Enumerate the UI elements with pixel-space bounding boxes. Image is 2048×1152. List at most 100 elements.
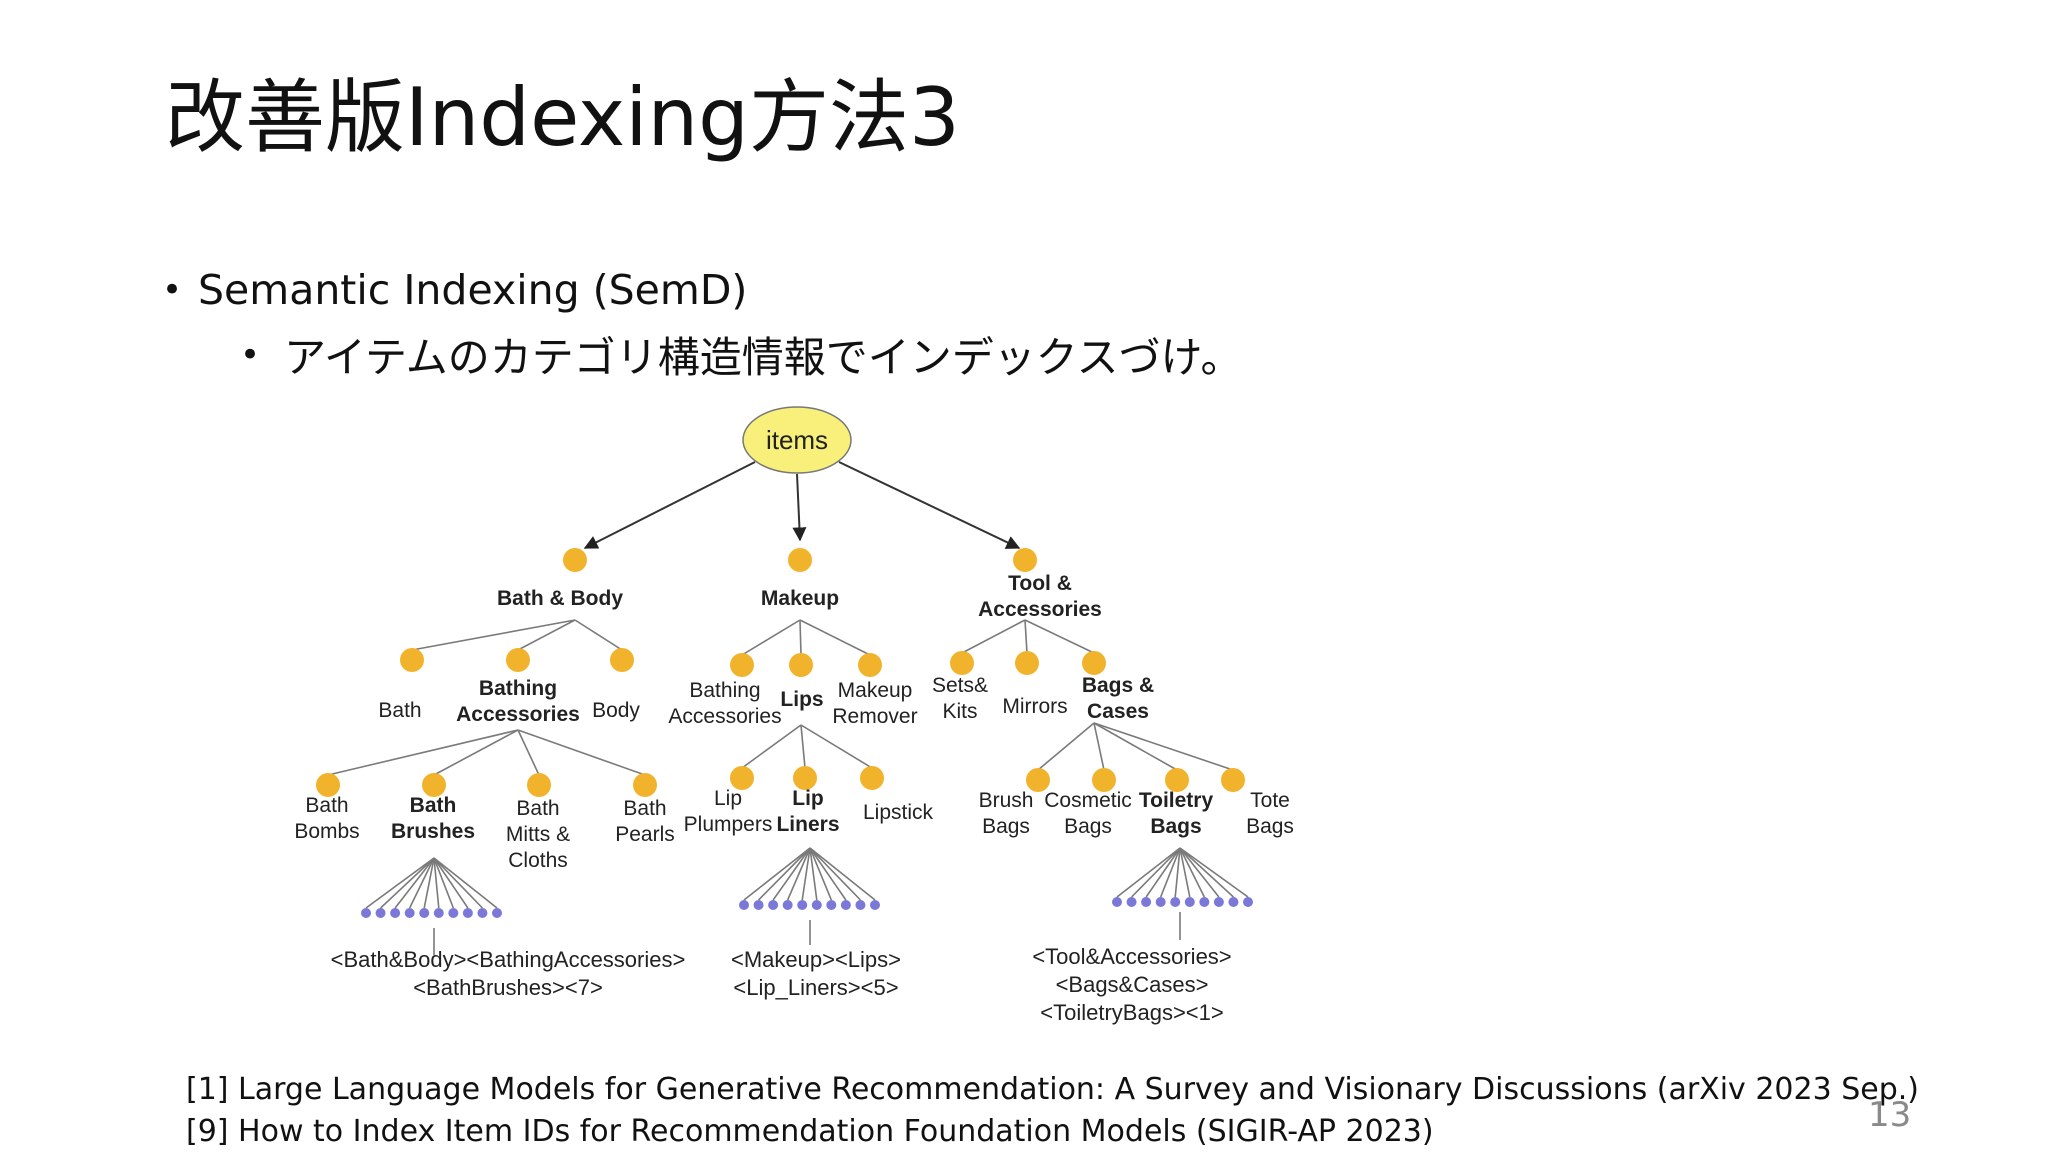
- edge-cat-subcat: [1024, 619, 1028, 654]
- item-node: [375, 908, 386, 918]
- leaf-category-node: [527, 773, 551, 797]
- subcategory-node: [789, 653, 813, 677]
- subcategory-node: [730, 653, 754, 677]
- leaf-category-node: [793, 766, 817, 790]
- subcategory-node: [400, 648, 424, 672]
- item-node: [1126, 897, 1137, 907]
- edge-item: [809, 847, 876, 901]
- subcategory-label: Body: [592, 699, 640, 722]
- item-node: [797, 900, 808, 910]
- edge-item: [394, 857, 435, 909]
- edge-item: [809, 847, 833, 901]
- item-node: [1213, 897, 1224, 907]
- edge-item: [433, 857, 455, 909]
- leaf-category-node: [730, 766, 754, 790]
- subcategory-node: [1082, 651, 1106, 675]
- edge-item: [801, 847, 811, 901]
- bullet-semantic-indexing: • Semantic Indexing (SemD): [162, 266, 747, 314]
- item-node: [782, 900, 793, 910]
- leaf-category-node: [1221, 768, 1245, 792]
- edge-cat-subcat: [574, 619, 623, 651]
- edge-item: [743, 847, 811, 901]
- edge-item: [1130, 847, 1181, 898]
- edge-cat-subcat: [799, 619, 871, 656]
- item-node: [870, 900, 880, 910]
- leaf-category-node: [1165, 768, 1189, 792]
- edge-subcat-leafcat: [1093, 722, 1234, 771]
- edge-cat-subcat: [411, 619, 576, 651]
- leaf-category-node: [1092, 768, 1116, 792]
- sub-bullet-text: アイテムのカテゴリ構造情報でインデックスづけ。: [284, 333, 1243, 382]
- edge-item: [1179, 847, 1206, 898]
- item-node: [1243, 897, 1253, 907]
- bullet-text: Semantic Indexing (SemD): [198, 266, 748, 314]
- slide-title: 改善版Indexing方法3: [165, 71, 960, 164]
- item-node: [361, 908, 371, 918]
- edge-item: [433, 857, 440, 909]
- leaf-category-node: [316, 773, 340, 797]
- edge-item: [1179, 847, 1220, 898]
- category-label: Tool &Accessories: [978, 572, 1102, 621]
- edge-item: [423, 857, 435, 909]
- page-number: 13: [1868, 1095, 1912, 1135]
- edge-item: [786, 847, 811, 901]
- edge-item: [365, 857, 435, 909]
- category-label: Makeup: [761, 587, 839, 610]
- leaf-category-node: [860, 766, 884, 790]
- item-node: [492, 908, 502, 918]
- item-node: [448, 908, 459, 918]
- edge-subcat-leafcat: [517, 729, 540, 776]
- subcategory-node: [506, 648, 530, 672]
- item-node: [1199, 897, 1210, 907]
- edge-root-cat: [792, 473, 807, 542]
- item-node: [1112, 897, 1122, 907]
- item-node: [462, 908, 473, 918]
- edge-item: [1179, 847, 1249, 898]
- item-id-example: <Tool&Accessories><Bags&Cases><ToiletryB…: [1032, 944, 1231, 1025]
- edge-subcat-leafcat: [327, 729, 519, 776]
- root-node: [742, 406, 852, 474]
- edge-item: [408, 857, 435, 909]
- edge-subcat-leafcat: [1093, 722, 1105, 771]
- edge-item: [433, 857, 484, 909]
- subcategory-node: [858, 653, 882, 677]
- category-label: Bath & Body: [497, 587, 623, 610]
- category-node: [788, 548, 812, 572]
- edge-item: [809, 847, 847, 901]
- edge-cat-subcat: [799, 619, 802, 656]
- edge-subcat-leafcat: [433, 729, 519, 776]
- edge-item: [1174, 847, 1181, 898]
- edge-cat-subcat: [741, 619, 801, 656]
- bullet-marker: •: [240, 334, 261, 375]
- category-node: [563, 548, 587, 572]
- item-node: [1228, 897, 1239, 907]
- reference-1: [1] Large Language Models for Generative…: [186, 1072, 1920, 1107]
- edge-item: [1159, 847, 1181, 898]
- edge-cat-subcat: [961, 619, 1026, 654]
- item-node: [739, 900, 749, 910]
- edge-item: [433, 857, 469, 909]
- edge-item: [433, 857, 498, 909]
- edge-subcat-leafcat: [800, 724, 873, 769]
- edge-item: [772, 847, 811, 901]
- edge-item: [809, 847, 818, 901]
- item-node: [477, 908, 488, 918]
- edge-item: [1179, 847, 1191, 898]
- subcategory-label: Mirrors: [1002, 695, 1067, 718]
- edge-root-cat: [838, 461, 1021, 549]
- leaf-category-node: [422, 773, 446, 797]
- item-node: [855, 900, 866, 910]
- reference-9: [9] How to Index Item IDs for Recommenda…: [186, 1114, 1434, 1149]
- leaf-category-label: Lipstick: [863, 801, 934, 824]
- edge-item: [1179, 847, 1234, 898]
- leaf-category-node: [633, 773, 657, 797]
